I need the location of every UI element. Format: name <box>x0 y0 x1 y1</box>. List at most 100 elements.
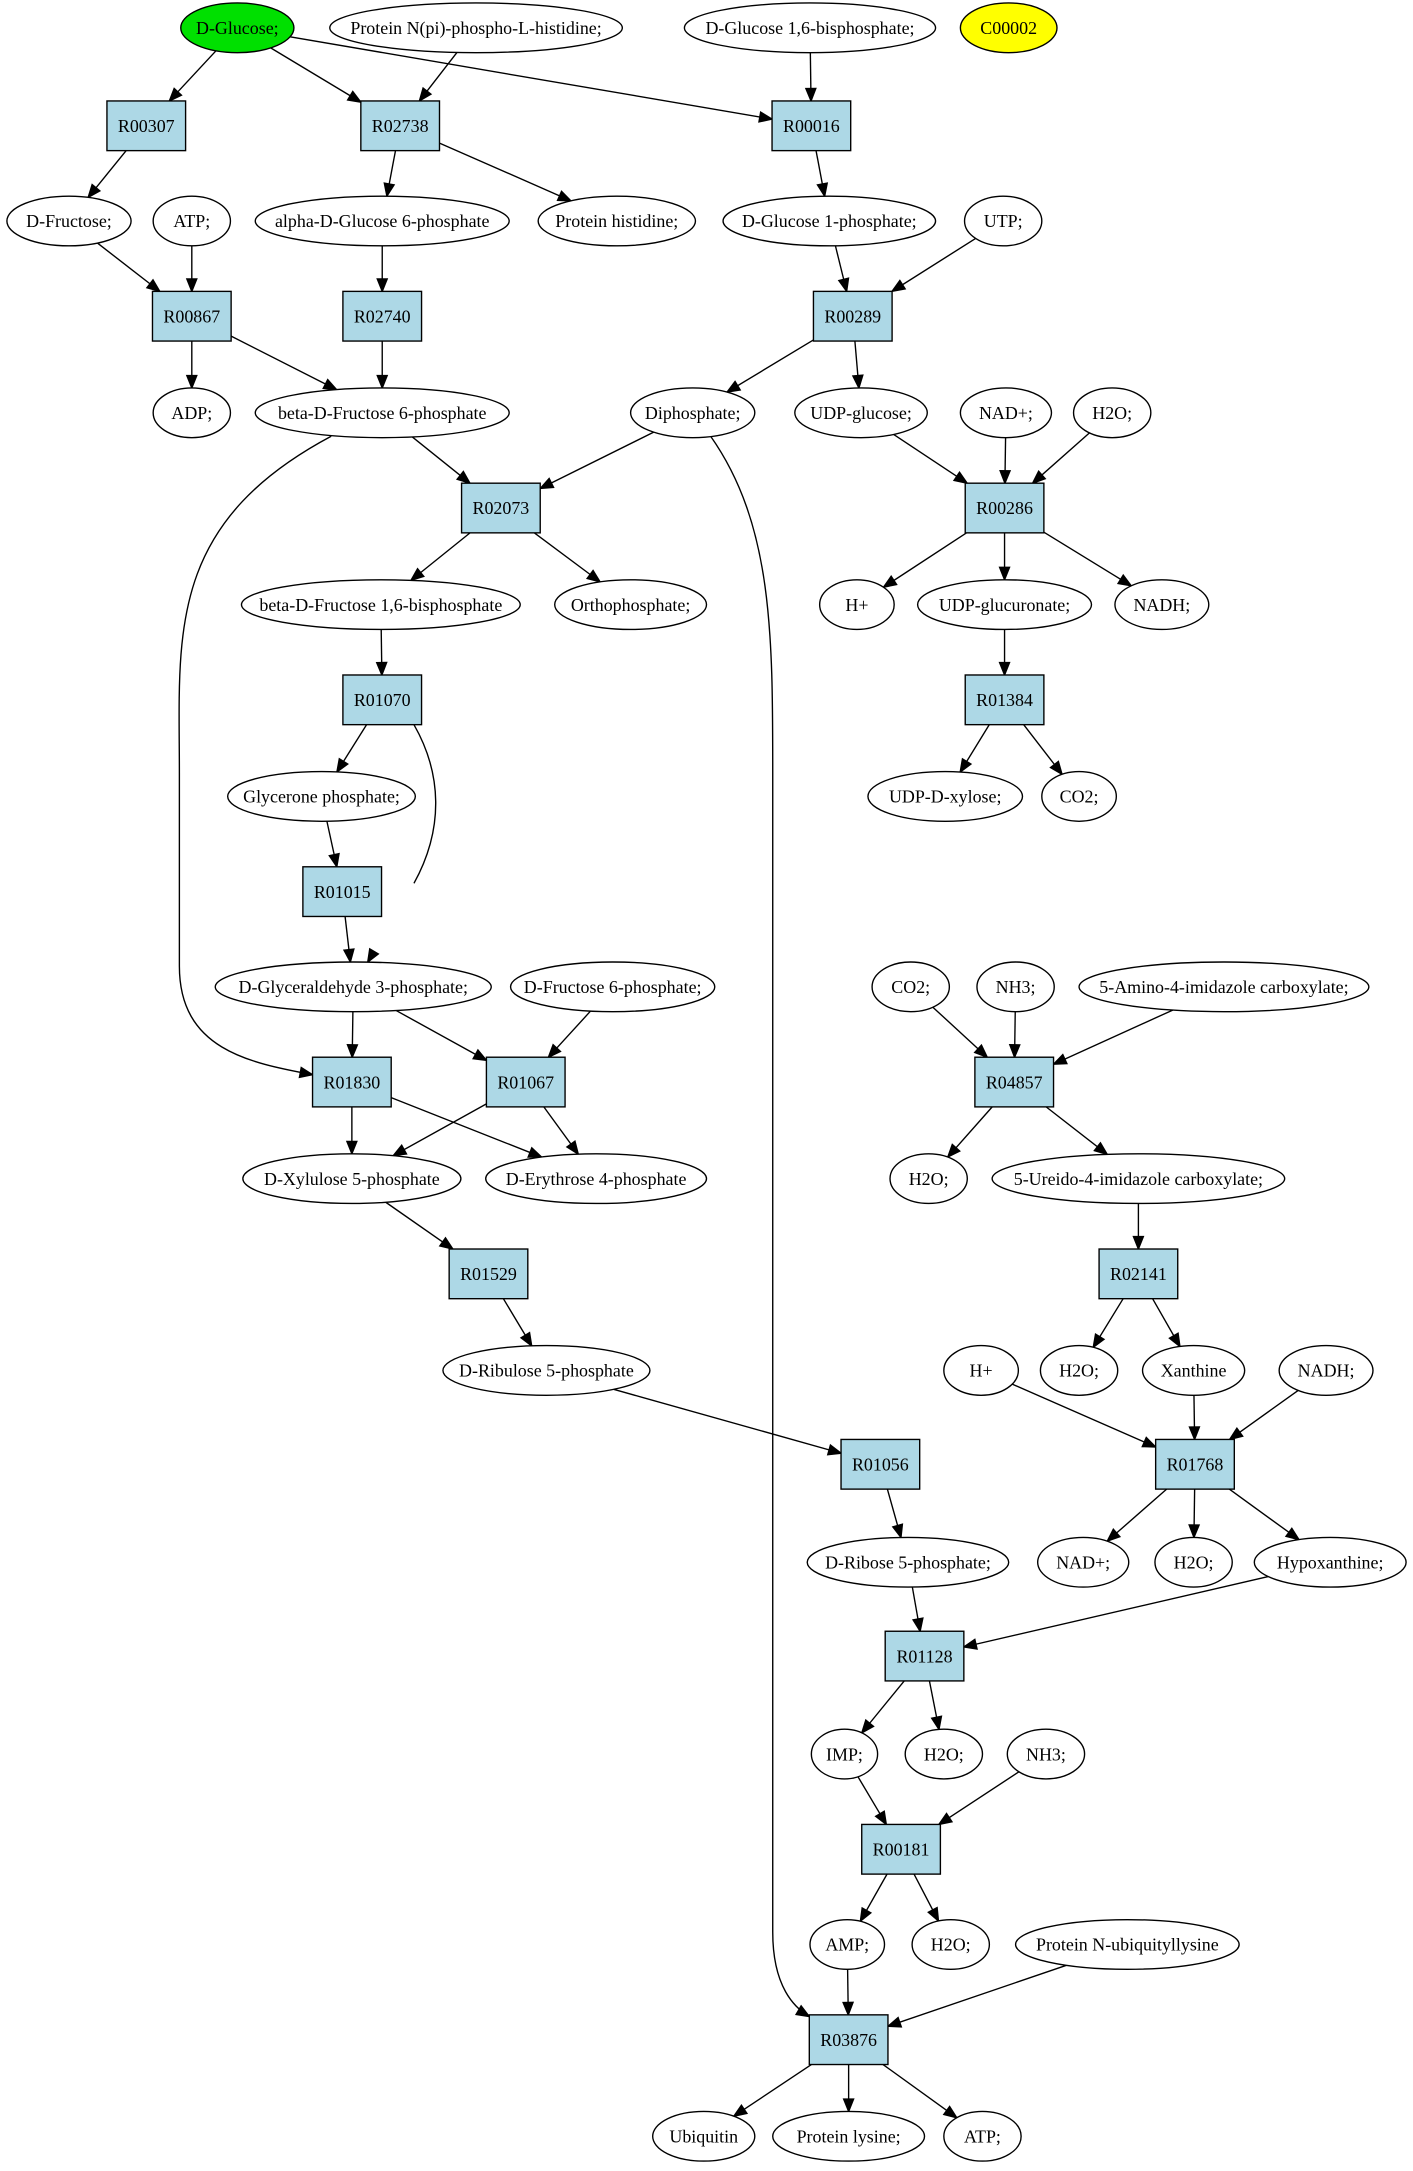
compound-node-imp[interactable]: IMP; <box>810 1728 879 1780</box>
compound-node-prothis[interactable]: Protein histidine; <box>537 195 697 247</box>
compound-node-nadp2[interactable]: NAD+; <box>1036 1536 1130 1588</box>
reaction-node-R01768[interactable]: R01768 <box>1154 1438 1235 1490</box>
reaction-node-R01830[interactable]: R01830 <box>311 1056 392 1108</box>
compound-node-utp[interactable]: UTP; <box>963 195 1043 247</box>
arrowhead <box>185 374 198 390</box>
compound-label: D-Glucose 1-phosphate; <box>742 211 917 231</box>
compound-node-bf16bp[interactable]: beta-D-Fructose 1,6-bisphosphate <box>240 579 521 631</box>
edge-R01067-to-e4p <box>543 1106 580 1156</box>
edge-line <box>938 1771 1020 1826</box>
reaction-node-R02740[interactable]: R02740 <box>342 290 423 342</box>
edge-xanthine-to-R01768 <box>1188 1395 1201 1442</box>
arrowhead <box>438 1236 455 1251</box>
compound-node-bf6p[interactable]: beta-D-Fructose 6-phosphate <box>254 387 510 439</box>
compound-node-hypox[interactable]: Hypoxanthine; <box>1253 1536 1407 1588</box>
reaction-node-R00016[interactable]: R00016 <box>771 100 852 152</box>
compound-node-udpglc[interactable]: UDP-glucose; <box>794 387 928 439</box>
reaction-node-R01529[interactable]: R01529 <box>448 1248 529 1300</box>
edge-utp-to-R00289 <box>890 237 977 293</box>
compound-node-protubiq[interactable]: Protein N-ubiquityllysine <box>1014 1918 1240 1971</box>
reaction-node-R00307[interactable]: R00307 <box>106 100 187 152</box>
reaction-node-R00286[interactable]: R00286 <box>964 482 1045 534</box>
reaction-node-R00867[interactable]: R00867 <box>151 290 232 342</box>
reaction-label: R02738 <box>372 116 429 136</box>
compound-node-c00002[interactable]: C00002 <box>959 2 1058 54</box>
compound-node-h2o1[interactable]: H2O; <box>1072 387 1152 439</box>
compound-ellipse <box>1141 1344 1246 1396</box>
edge-g1p-to-R00289 <box>834 245 850 294</box>
compound-node-co2a[interactable]: CO2; <box>1041 770 1118 822</box>
reaction-node-R02141[interactable]: R02141 <box>1098 1248 1179 1300</box>
reaction-node-R04857[interactable]: R04857 <box>974 1056 1055 1108</box>
reaction-node-R01384[interactable]: R01384 <box>964 674 1045 726</box>
compound-node-protlys[interactable]: Protein lysine; <box>772 2110 926 2162</box>
compound-node-co2b[interactable]: CO2; <box>871 961 951 1013</box>
arrowhead <box>1092 1333 1106 1349</box>
compound-label: NAD+; <box>1056 1552 1110 1572</box>
reaction-node-R01056[interactable]: R01056 <box>840 1438 921 1490</box>
edge-line <box>726 339 814 393</box>
compound-node-h2o4[interactable]: H2O; <box>1154 1536 1233 1588</box>
compound-node-atp1[interactable]: ATP; <box>152 195 232 247</box>
edge-line <box>539 431 655 490</box>
compound-node-g1p[interactable]: D-Glucose 1-phosphate; <box>722 195 937 247</box>
compound-node-diphos[interactable]: Diphosphate; <box>629 387 756 439</box>
compound-node-x5p[interactable]: D-Xylulose 5-phosphate <box>242 1153 462 1205</box>
compound-node-xanthine[interactable]: Xanthine <box>1141 1344 1246 1396</box>
compound-node-h2o5[interactable]: H2O; <box>904 1728 984 1780</box>
reaction-node-R01128[interactable]: R01128 <box>884 1630 965 1682</box>
compound-node-e4p[interactable]: D-Erythrose 4-phosphate <box>485 1153 708 1205</box>
compound-node-h2o3[interactable]: H2O; <box>1039 1344 1119 1396</box>
compound-node-fructose[interactable]: D-Fructose; <box>6 195 132 247</box>
compound-node-hplus1[interactable]: H+ <box>818 579 895 631</box>
compound-node-g3p[interactable]: D-Glyceraldehyde 3-phosphate; <box>214 961 492 1013</box>
compound-node-aica[interactable]: 5-Amino-4-imidazole carboxylate; <box>1078 961 1370 1013</box>
arrowhead <box>472 1048 489 1062</box>
compound-node-udpxyl[interactable]: UDP-D-xylose; <box>867 770 1024 822</box>
edge-R00286-to-udpglcur <box>998 532 1011 582</box>
compound-node-df6p[interactable]: D-Fructose 6-phosphate; <box>509 961 716 1013</box>
compound-node-ru5p[interactable]: D-Ribulose 5-phosphate <box>442 1344 651 1396</box>
compound-node-nadh2[interactable]: NADH; <box>1278 1344 1374 1396</box>
compound-ellipse <box>963 195 1043 247</box>
compound-node-hplus2[interactable]: H+ <box>943 1344 1020 1396</box>
compound-node-ubiquitin[interactable]: Ubiquitin <box>651 2110 756 2162</box>
reaction-node-R01015[interactable]: R01015 <box>302 866 383 918</box>
compound-node-protnpi[interactable]: Protein N(pi)-phospho-L-histidine; <box>329 2 624 54</box>
compound-node-amp[interactable]: AMP; <box>809 1918 886 1971</box>
reaction-node-R00181[interactable]: R00181 <box>861 1823 942 1875</box>
compound-label: NH3; <box>996 977 1036 997</box>
reaction-node-R01067[interactable]: R01067 <box>485 1056 566 1108</box>
compound-node-nh3a[interactable]: NH3; <box>976 961 1055 1013</box>
compound-node-ag6p[interactable]: alpha-D-Glucose 6-phosphate <box>254 195 510 247</box>
compound-node-uica[interactable]: 5-Ureido-4-imidazole carboxylate; <box>991 1153 1286 1205</box>
compound-node-adp[interactable]: ADP; <box>152 387 232 439</box>
compound-node-nadh1[interactable]: NADH; <box>1114 579 1210 631</box>
compound-node-h2o2[interactable]: H2O; <box>889 1153 968 1205</box>
compound-label: H+ <box>970 1361 993 1381</box>
compound-node-atp2[interactable]: ATP; <box>943 2110 1022 2162</box>
compound-node-nh3b[interactable]: NH3; <box>1006 1728 1086 1780</box>
reaction-box <box>151 290 232 342</box>
compound-label: H2O; <box>909 1169 949 1189</box>
reaction-node-R01070[interactable]: R01070 <box>342 674 423 726</box>
reaction-box <box>1098 1248 1179 1300</box>
edge-df6p-to-R01067 <box>547 1010 592 1059</box>
reaction-node-R03876[interactable]: R03876 <box>808 2014 889 2066</box>
edge-r5p-to-R01128 <box>911 1586 924 1634</box>
compound-node-udpglcur[interactable]: UDP-glucuronate; <box>916 579 1093 631</box>
compound-node-nadp1[interactable]: NAD+; <box>959 387 1053 439</box>
compound-node-glucose[interactable]: D-Glucose; <box>180 2 295 54</box>
compound-node-orthophos[interactable]: Orthophosphate; <box>554 579 708 631</box>
compound-ellipse <box>651 2110 756 2162</box>
reaction-node-R00289[interactable]: R00289 <box>812 290 893 342</box>
arrowhead <box>886 2016 903 2028</box>
reaction-node-R02073[interactable]: R02073 <box>460 482 541 534</box>
compound-label: beta-D-Fructose 1,6-bisphosphate <box>259 595 502 615</box>
reaction-node-R02738[interactable]: R02738 <box>360 100 441 152</box>
compound-node-glycerone[interactable]: Glycerone phosphate; <box>226 770 417 822</box>
compound-node-h2o6[interactable]: H2O; <box>911 1918 991 1971</box>
compound-node-g16bp[interactable]: D-Glucose 1,6-bisphosphate; <box>683 2 937 54</box>
reaction-label: R01384 <box>976 690 1033 710</box>
compound-node-r5p[interactable]: D-Ribose 5-phosphate; <box>806 1536 1010 1588</box>
